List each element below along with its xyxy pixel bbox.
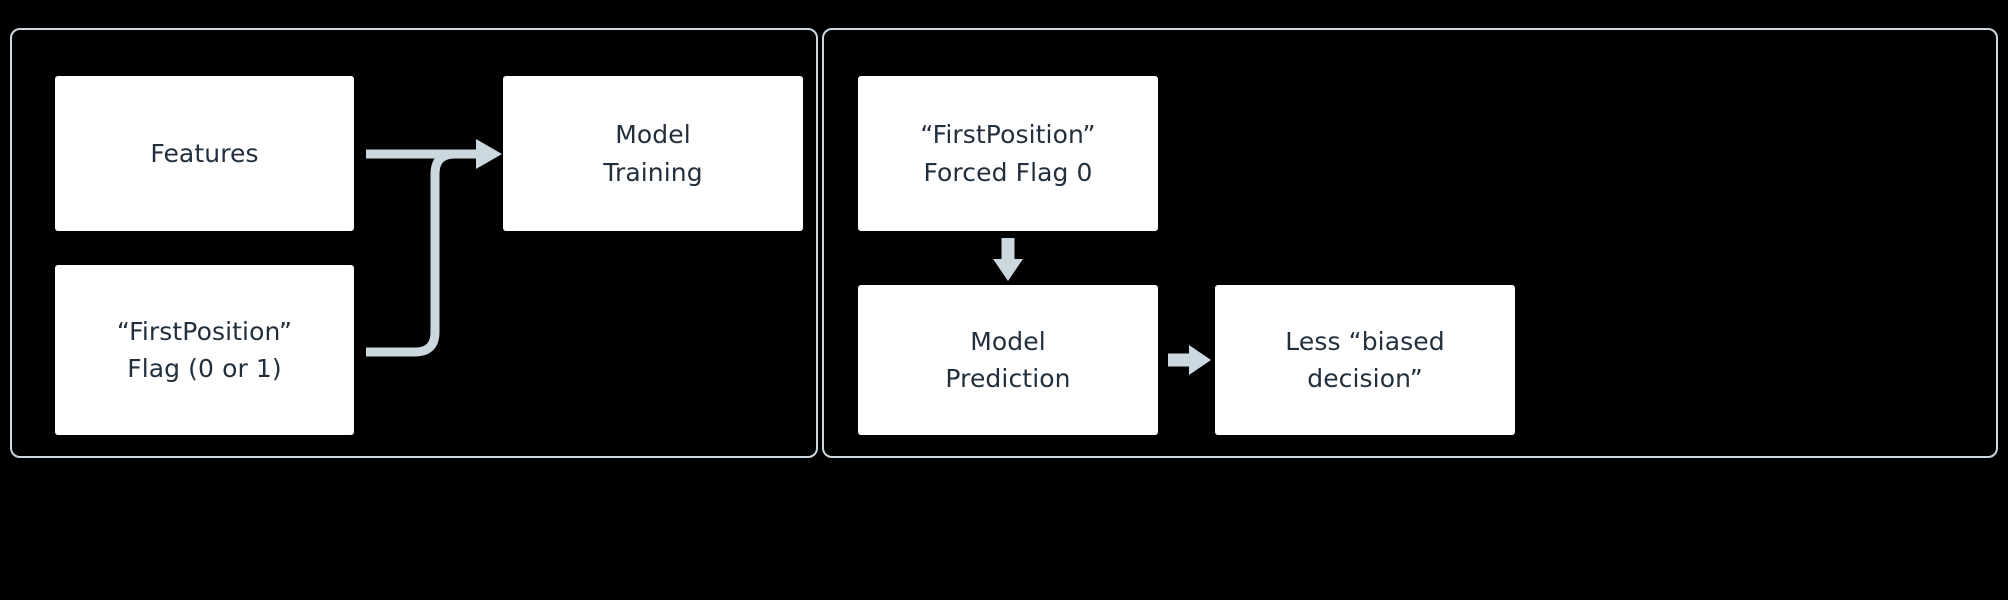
node-model-training-line-1: Model bbox=[615, 120, 691, 149]
node-model-prediction-line-2: Prediction bbox=[945, 364, 1071, 393]
node-less-biased-decision: Less “biased decision” bbox=[1215, 285, 1515, 435]
inference-panel bbox=[822, 28, 1998, 458]
node-features-line-1: Features bbox=[150, 138, 259, 168]
node-model-prediction-line-1: Model bbox=[970, 326, 1046, 356]
node-firstposition-flag-line-1: “FirstPosition” bbox=[116, 316, 293, 346]
node-model-training: Model Training bbox=[503, 76, 803, 231]
node-less-biased-decision-line-1: Less “biased bbox=[1285, 326, 1445, 356]
node-less-biased-decision-line-2: decision” bbox=[1307, 364, 1423, 393]
node-firstposition-flag-line-2: Flag (0 or 1) bbox=[127, 354, 282, 383]
node-firstposition-flag: “FirstPosition” Flag (0 or 1) bbox=[55, 265, 354, 435]
training-panel bbox=[10, 28, 818, 458]
node-firstposition-forced-flag: “FirstPosition” Forced Flag 0 bbox=[858, 76, 1158, 231]
node-firstposition-forced-flag-line-1: “FirstPosition” bbox=[920, 120, 1096, 149]
node-model-training-line-2: Training bbox=[603, 157, 703, 187]
node-firstposition-forced-flag-line-2: Forced Flag 0 bbox=[923, 157, 1093, 187]
node-model-prediction: Model Prediction bbox=[858, 285, 1158, 435]
node-features: Features bbox=[55, 76, 354, 231]
